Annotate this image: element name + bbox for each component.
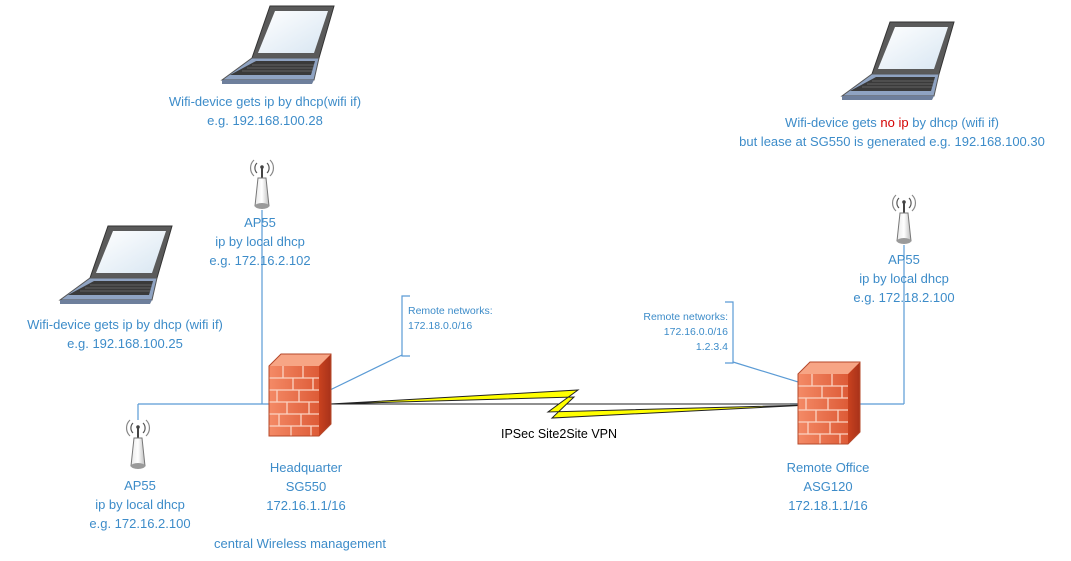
vpn-label: IPSec Site2Site VPN: [501, 427, 618, 441]
hq-remote-networks-title: Remote networks:: [408, 305, 493, 317]
access-point-icon-right: [891, 194, 917, 245]
remote-remote-network-1: 1.2.3.4: [695, 341, 728, 353]
hq-ip: 172.16.1.1/16: [266, 498, 346, 513]
wifi-device-top-left-line2: e.g. 192.168.100.28: [207, 113, 323, 128]
hq-callout-bracket: [401, 295, 410, 357]
ap-right-name: AP55: [888, 252, 920, 267]
wifi-device-right-label: Wifi-device gets no ip by dhcp (wifi if)…: [712, 113, 1071, 151]
access-point-icon-top: [249, 159, 275, 210]
ap-right-dhcp: ip by local dhcp: [859, 271, 949, 286]
no-ip-highlight: no ip: [880, 115, 909, 130]
ap-top-label: AP55 ip by local dhcp e.g. 172.16.2.102: [190, 213, 330, 270]
wifi-device-right-line1: Wifi-device gets no ip by dhcp (wifi if): [712, 113, 1071, 132]
hq-remote-networks: Remote networks: 172.18.0.0/16: [408, 304, 493, 334]
remote-remote-networks-title: Remote networks:: [643, 311, 728, 323]
ap-top-ip: e.g. 172.16.2.102: [209, 253, 311, 268]
wifi-right-text-b: by dhcp (wifi if): [908, 115, 999, 130]
remote-callout-line: [732, 361, 809, 386]
remote-remote-network-0: 172.16.0.0/16: [663, 326, 728, 338]
hq-note: central Wireless management: [214, 536, 386, 551]
laptop-icon-left: [59, 225, 173, 305]
hq-firewall-label: Headquarter SG550 172.16.1.1/16: [236, 458, 376, 515]
wifi-device-top-left-line1: Wifi-device gets ip by dhcp(wifi if): [168, 94, 362, 109]
firewall-icon-hq: [268, 353, 332, 437]
laptop-icon-right: [841, 21, 955, 101]
hq-callout-line: [329, 354, 403, 391]
ap-top-dhcp: ip by local dhcp: [215, 234, 305, 249]
ap-bottom-label: AP55 ip by local dhcp e.g. 172.16.2.100: [70, 476, 210, 533]
wifi-device-left-line2: e.g. 192.168.100.25: [67, 336, 183, 351]
wifi-device-right-line2: but lease at SG550 is generated e.g. 192…: [739, 134, 1045, 149]
laptop-icon-top-left: [221, 5, 335, 85]
hq-model: SG550: [285, 479, 327, 494]
firewall-icon-remote: [797, 361, 861, 445]
ap-bottom-name: AP55: [124, 478, 156, 493]
ap-right-label: AP55 ip by local dhcp e.g. 172.18.2.100: [834, 250, 974, 307]
remote-name: Remote Office: [786, 460, 870, 475]
wifi-device-top-left-label: Wifi-device gets ip by dhcp(wifi if) e.g…: [160, 92, 370, 130]
wifi-right-text-a: Wifi-device gets: [785, 115, 881, 130]
remote-firewall-label: Remote Office ASG120 172.18.1.1/16: [758, 458, 898, 515]
remote-model: ASG120: [803, 479, 853, 494]
hq-remote-network-0: 172.18.0.0/16: [408, 320, 473, 332]
access-point-icon-bottom: [125, 419, 151, 470]
ap-bottom-ip: e.g. 172.16.2.100: [89, 516, 191, 531]
ap-top-name: AP55: [244, 215, 276, 230]
ap-bottom-dhcp: ip by local dhcp: [95, 497, 185, 512]
remote-callout-bracket: [725, 301, 734, 364]
wifi-device-left-line1: Wifi-device gets ip by dhcp (wifi if): [27, 317, 223, 332]
remote-ip: 172.18.1.1/16: [788, 498, 868, 513]
remote-remote-networks: Remote networks: 172.16.0.0/16 1.2.3.4: [610, 310, 728, 355]
ap-right-ip: e.g. 172.18.2.100: [853, 290, 955, 305]
hq-name: Headquarter: [269, 460, 343, 475]
wifi-device-left-label: Wifi-device gets ip by dhcp (wifi if) e.…: [0, 315, 250, 353]
